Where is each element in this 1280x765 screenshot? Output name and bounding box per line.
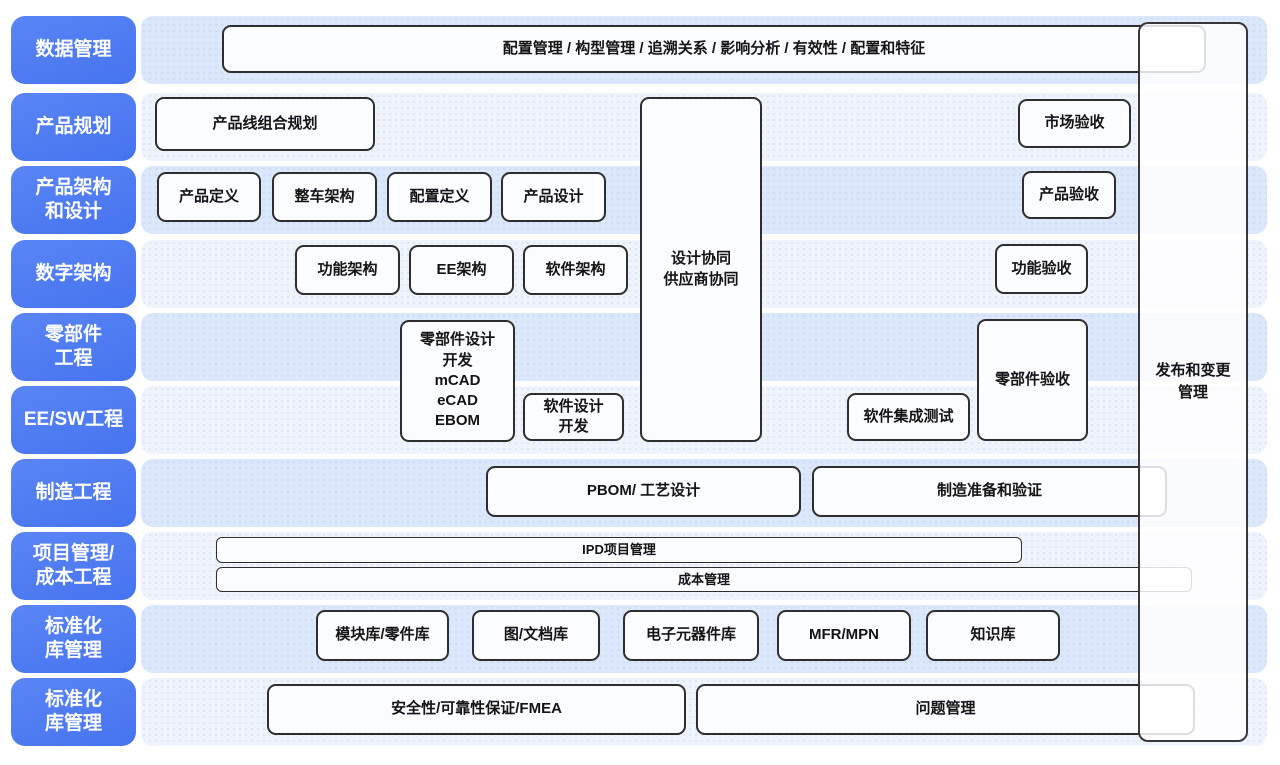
box-config-definition: 配置定义 (387, 172, 492, 222)
box-safety-reliability-fmea: 安全性/可靠性保证/FMEA (267, 684, 686, 735)
box-vehicle-architecture: 整车架构 (272, 172, 377, 222)
box-mfr-mpn: MFR/MPN (777, 610, 911, 661)
box-electronic-components-lib: 电子元器件库 (623, 610, 759, 661)
row-label-parts-eng: 零部件 工程 (11, 313, 136, 381)
box-doc-lib: 图/文档库 (472, 610, 600, 661)
row-label-std-lib-1: 标准化 库管理 (11, 605, 136, 673)
box-pbom-process-design: PBOM/ 工艺设计 (486, 466, 801, 517)
box-software-architecture: 软件架构 (523, 245, 628, 295)
box-product-line-planning: 产品线组合规划 (155, 97, 375, 151)
box-config-mgmt: 配置管理 / 构型管理 / 追溯关系 / 影响分析 / 有效性 / 配置和特征 (222, 25, 1206, 73)
box-module-parts-lib: 模块库/零件库 (316, 610, 449, 661)
row-label-product-arch: 产品架构 和设计 (11, 166, 136, 234)
box-functional-acceptance: 功能验收 (995, 244, 1088, 294)
box-ee-architecture: EE架构 (409, 245, 514, 295)
box-product-definition: 产品定义 (157, 172, 261, 222)
box-parts-acceptance: 零部件验收 (977, 319, 1088, 441)
row-label-mfg-eng: 制造工程 (11, 459, 136, 527)
box-knowledge-lib: 知识库 (926, 610, 1060, 661)
box-product-design: 产品设计 (501, 172, 606, 222)
row-label-digital-arch: 数字架构 (11, 240, 136, 308)
row-label-std-lib-2: 标准化 库管理 (11, 678, 136, 746)
box-functional-architecture: 功能架构 (295, 245, 400, 295)
row-label-data-mgmt: 数据管理 (11, 16, 136, 84)
box-mfg-prep-validation: 制造准备和验证 (812, 466, 1167, 517)
box-release-change-mgmt: 发布和变更 管理 (1138, 22, 1248, 742)
box-parts-design-dev: 零部件设计 开发 mCAD eCAD EBOM (400, 320, 515, 442)
box-software-integration-test: 软件集成测试 (847, 393, 970, 441)
box-market-acceptance: 市场验收 (1018, 99, 1131, 148)
row-label-product-planning: 产品规划 (11, 93, 136, 161)
box-ipd-project-mgmt: IPD项目管理 (216, 537, 1022, 563)
box-design-collaboration: 设计协同 供应商协同 (640, 97, 762, 442)
box-software-design-dev: 软件设计 开发 (523, 393, 624, 441)
box-issue-mgmt: 问题管理 (696, 684, 1195, 735)
box-cost-mgmt: 成本管理 (216, 567, 1192, 592)
row-label-project-cost: 项目管理/ 成本工程 (11, 532, 136, 600)
row-label-ee-sw-eng: EE/SW工程 (11, 386, 136, 454)
box-product-acceptance: 产品验收 (1022, 171, 1116, 219)
